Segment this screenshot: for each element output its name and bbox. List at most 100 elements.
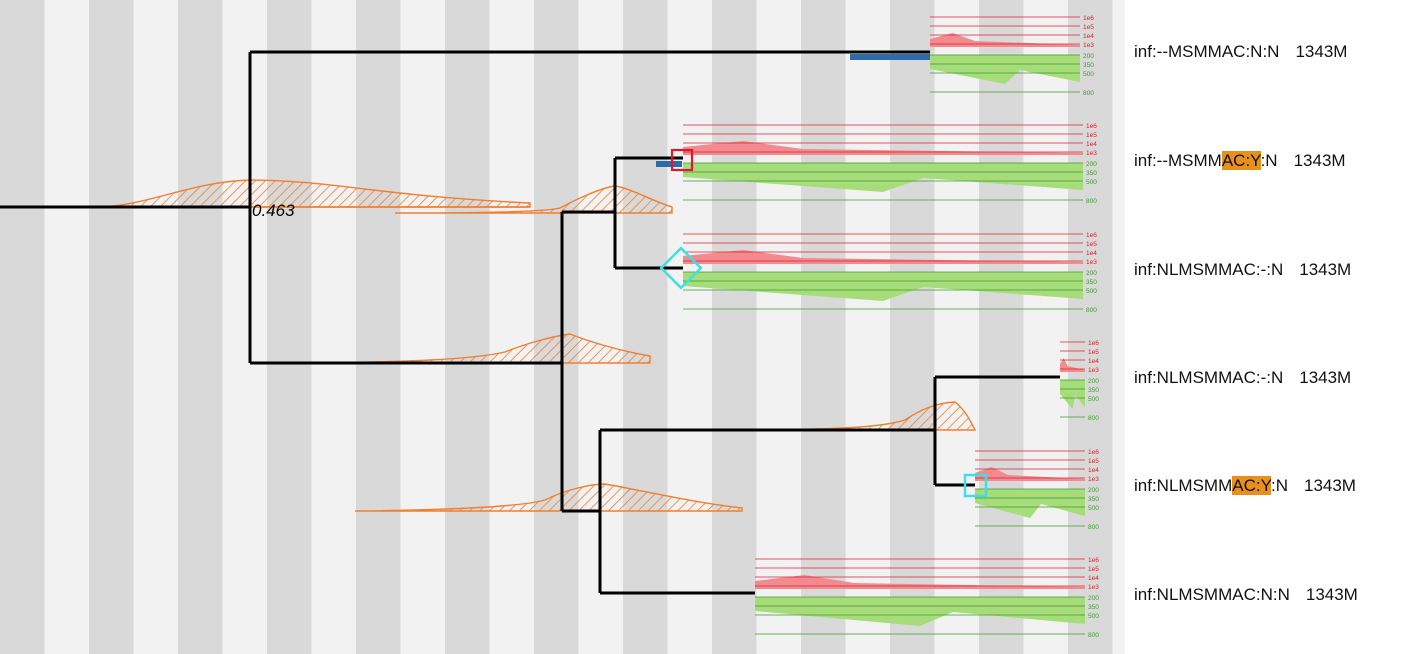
- plot-tick-label: 1e3: [1088, 476, 1099, 483]
- tip-label: inf:NLMSMMAC:N:N 1343M: [1134, 585, 1358, 605]
- green-trajectory-area: [683, 163, 1083, 192]
- plot-tick-label: 1e4: [1083, 33, 1094, 40]
- plot-tick-label: 1e5: [1083, 24, 1094, 31]
- tip-label-number: 1343M: [1299, 260, 1352, 279]
- stripe-light: [489, 0, 534, 654]
- plot-tick-label: 1e6: [1088, 340, 1099, 347]
- green-trajectory-area: [975, 489, 1085, 518]
- plot-tick-label: 1e3: [1086, 150, 1097, 157]
- plot-tick-label: 800: [1086, 307, 1097, 314]
- tip-label-number: 1343M: [1305, 585, 1358, 604]
- tip-label-suffix: :N: [1260, 151, 1278, 170]
- plot-tick-label: 1e5: [1086, 132, 1097, 139]
- tip-label-prefix: inf:NLMSMMAC:-:N: [1134, 368, 1284, 387]
- plot-tick-label: 1e5: [1088, 458, 1099, 465]
- plot-tick-label: 1e3: [1083, 42, 1094, 49]
- stripe-light: [222, 0, 267, 654]
- stripe-dark: [89, 0, 134, 654]
- stripe-light: [400, 0, 445, 654]
- plot-tick-label: 1e6: [1086, 123, 1097, 130]
- stripe-dark: [356, 0, 401, 654]
- green-trajectory-area: [755, 597, 1085, 626]
- plot-tick-label: 1e6: [1088, 557, 1099, 564]
- tip-label-prefix: inf:NLMSMMAC:N:N: [1134, 585, 1290, 604]
- tip-label: inf:--MSMMAC:N:N 1343M: [1134, 42, 1347, 62]
- stripe-light: [667, 0, 712, 654]
- plot-tick-label: 200: [1088, 595, 1099, 602]
- stripe-light: [1023, 0, 1068, 654]
- plot-tick-label: 1e6: [1086, 232, 1097, 239]
- tip-label-prefix: inf:--MSMMAC:N:N: [1134, 42, 1280, 61]
- tip-label: inf:NLMSMMAC:-:N 1343M: [1134, 368, 1351, 388]
- plot-tick-label: 1e4: [1088, 467, 1099, 474]
- plot-tick-label: 1e4: [1086, 250, 1097, 257]
- tip-label-highlight: AC:Y: [1221, 151, 1261, 170]
- tip-label-number: 1343M: [1295, 42, 1348, 61]
- plot-tick-label: 200: [1083, 53, 1094, 60]
- plot-tick-label: 350: [1088, 387, 1099, 394]
- stripe-light: [934, 0, 979, 654]
- stripe-dark: [1068, 0, 1113, 654]
- plot-tick-label: 500: [1088, 505, 1099, 512]
- stripe-light: [311, 0, 356, 654]
- plot-tick-label: 200: [1088, 487, 1099, 494]
- plot-tick-label: 1e3: [1088, 584, 1099, 591]
- stripe-dark: [534, 0, 579, 654]
- stripe-dark: [267, 0, 312, 654]
- plot-tick-label: 350: [1083, 62, 1094, 69]
- stripe-dark: [178, 0, 223, 654]
- stripe-light: [133, 0, 178, 654]
- green-trajectory-area: [930, 55, 1080, 84]
- plot-tick-label: 200: [1088, 378, 1099, 385]
- stripe-dark: [0, 0, 45, 654]
- tip-label-prefix: inf:NLMSMM: [1134, 476, 1233, 495]
- tip-label-highlight: AC:Y: [1232, 476, 1271, 495]
- plot-tick-label: 500: [1086, 179, 1097, 186]
- stripe-dark: [712, 0, 757, 654]
- tip-label-prefix: inf:--MSMM: [1134, 151, 1222, 170]
- plot-tick-label: 350: [1086, 279, 1097, 286]
- red-trajectory-area: [930, 33, 1080, 47]
- plot-tick-label: 500: [1083, 71, 1094, 78]
- red-trajectory-area: [755, 575, 1085, 589]
- red-trajectory-area: [1060, 358, 1085, 372]
- tip-label-number: 1343M: [1293, 151, 1346, 170]
- plot-tick-label: 800: [1083, 90, 1094, 97]
- plot-tick-label: 1e4: [1086, 141, 1097, 148]
- plot-tick-label: 1e3: [1088, 367, 1099, 374]
- density-plots: [99, 179, 977, 512]
- plot-tick-label: 1e3: [1086, 259, 1097, 266]
- stripe-light: [845, 0, 890, 654]
- plot-tick-label: 500: [1088, 613, 1099, 620]
- plot-tick-label: 350: [1088, 496, 1099, 503]
- tip-trajectory-plots: 1e6 1e5 1e4 1e3 200 350 500 800 1e6 1e5 1e4 1e3 200 3…: [683, 15, 1099, 639]
- marker-red-square[interactable]: [670, 148, 694, 172]
- tip-label: inf:--MSMMAC:Y:N 1343M: [1134, 151, 1346, 171]
- mutation-bar-2: [656, 161, 682, 167]
- tip-label-number: 1343M: [1299, 368, 1352, 387]
- stripe-light: [44, 0, 89, 654]
- stripe-light: [756, 0, 801, 654]
- marker-cyan-square[interactable]: [963, 473, 988, 498]
- density-root: [99, 179, 531, 208]
- plot-tick-label: 200: [1086, 270, 1097, 277]
- plot-tick-label: 1e6: [1088, 449, 1099, 456]
- plot-tick-label: 1e4: [1088, 358, 1099, 365]
- marker-cyan-diamond[interactable]: [659, 246, 703, 290]
- density-internal-b: [309, 333, 651, 364]
- root-value-label: 0.463: [252, 201, 295, 220]
- mutation-bar-1: [850, 54, 930, 60]
- plot-tick-label: 1e5: [1088, 566, 1099, 573]
- red-trajectory-area: [683, 250, 1083, 264]
- plot-tick-label: 800: [1088, 632, 1099, 639]
- plot-tick-label: 1e4: [1088, 575, 1099, 582]
- plot-tick-label: 800: [1086, 198, 1097, 205]
